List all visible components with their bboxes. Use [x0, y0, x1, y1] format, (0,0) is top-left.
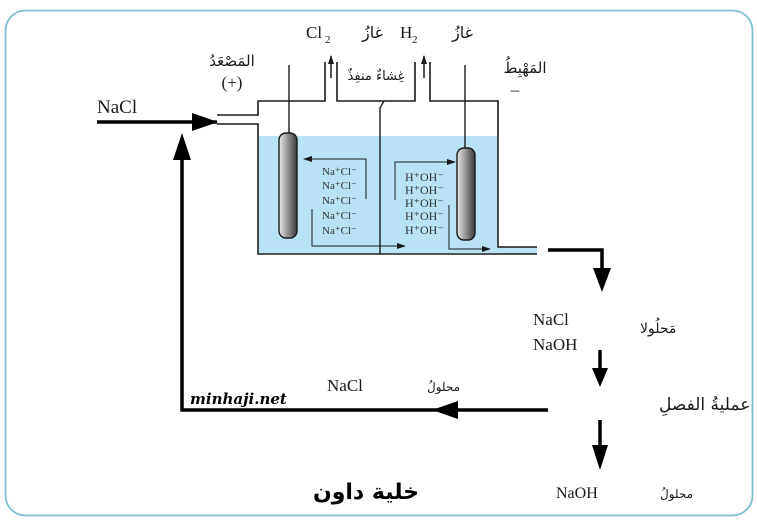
ion-label: H⁺OH⁻	[405, 183, 444, 197]
separation-label: عمليةُ الفصلِ	[659, 395, 750, 417]
h2-gas-word: غازُ	[451, 23, 473, 43]
ion-label: H⁺OH⁻	[405, 209, 444, 223]
cl2-formula: Cl	[306, 23, 322, 42]
diagram-title: خلية داون	[313, 480, 419, 505]
outlet-flow-arrow	[448, 205, 491, 252]
product-formula: NaOH	[556, 485, 598, 502]
ion-label: Na⁺Cl⁻	[322, 210, 357, 222]
ion-label: Na⁺Cl⁻	[322, 180, 357, 192]
mixed-nacl: NaCl	[533, 310, 569, 329]
tank-outline	[217, 62, 537, 255]
cl2-gas-word: غازُ	[361, 23, 383, 43]
to-separation-arrowhead	[592, 368, 608, 387]
outlet-electrolyte	[497, 247, 537, 254]
product-arrowhead	[592, 445, 608, 470]
watermark: minhaji.net	[190, 390, 287, 408]
anode-electrode	[278, 132, 298, 239]
ion-label: Na⁺Cl⁻	[322, 166, 357, 178]
anode-ion-arrow	[303, 156, 367, 199]
recycle-left-arrowhead	[432, 401, 458, 419]
h2-formula: H	[400, 23, 412, 42]
nacl-input-label: NaCl	[97, 97, 137, 118]
frame-border	[4, 9, 754, 517]
recycle-up-arrowhead	[173, 133, 191, 160]
anode-sign: (+)	[222, 73, 243, 92]
cathode-sign: –	[510, 80, 520, 99]
mixed-solution-label: مَحلُولا	[640, 318, 676, 337]
ion-label: H⁺OH⁻	[405, 170, 444, 184]
cathode-label: المَهْبِطُ	[503, 57, 546, 79]
ion-label: Na⁺Cl⁻	[322, 195, 357, 207]
recycle-line	[180, 155, 548, 412]
cathode-electrode	[456, 147, 476, 241]
cross-membrane-arrow	[311, 209, 406, 249]
porous-membrane	[379, 100, 385, 254]
product-word: محلولُ	[660, 486, 693, 502]
anode-ions: Na⁺Cl⁻ Na⁺Cl⁻ Na⁺Cl⁻ Na⁺Cl⁻ Na⁺Cl⁻	[322, 166, 357, 237]
cathode-ions: H⁺OH⁻ H⁺OH⁻ H⁺OH⁻ H⁺OH⁻ H⁺OH⁻	[405, 170, 444, 237]
outlet-arrowhead	[593, 268, 611, 292]
recycle-word: محلولُ	[427, 379, 460, 395]
nacl-input-arrowhead	[192, 113, 218, 131]
membrane-label: غِشاءٌ منفِذٌ	[348, 68, 405, 84]
ion-label: H⁺OH⁻	[405, 223, 444, 237]
h2-subscript: 2	[412, 34, 418, 46]
ion-label: H⁺OH⁻	[405, 196, 444, 210]
recycle-formula: NaCl	[327, 376, 363, 395]
cathode-ion-arrow	[394, 159, 456, 200]
mixed-naoh: NaOH	[533, 335, 577, 354]
anode-label: المَصْعَدُ	[209, 52, 255, 70]
ion-label: Na⁺Cl⁻	[322, 225, 357, 237]
cl2-subscript: 2	[325, 34, 331, 46]
outlet-arrow	[548, 248, 604, 272]
